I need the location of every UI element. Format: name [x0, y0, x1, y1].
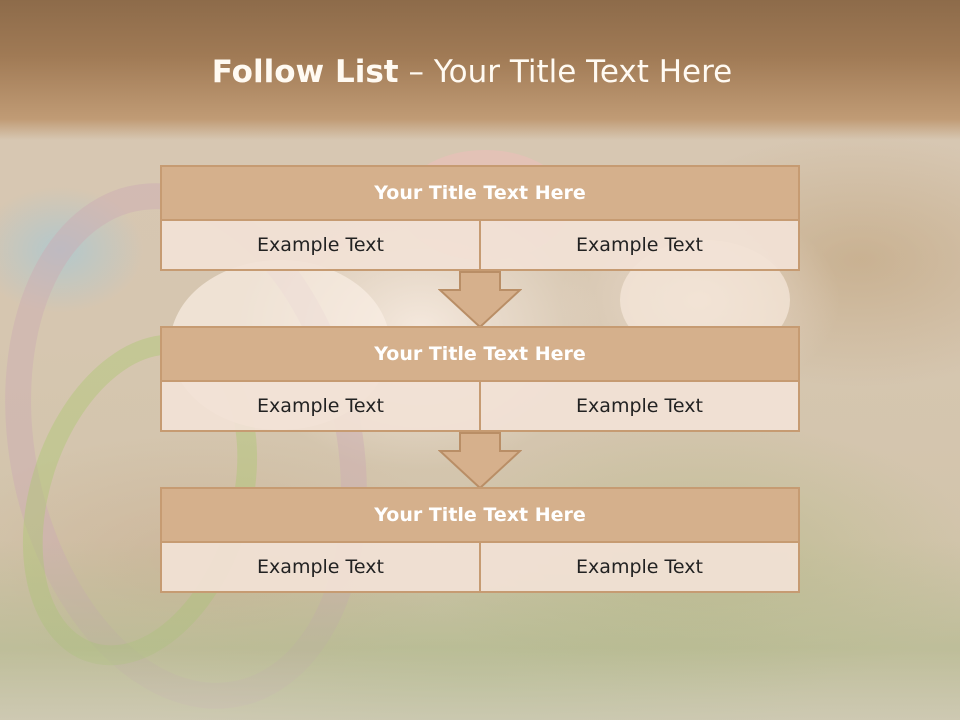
block-cell-left: Example Text [160, 543, 481, 593]
block-cell-right: Example Text [481, 221, 800, 271]
list-block-2: Your Title Text Here Example Text Exampl… [160, 326, 800, 432]
down-arrow-icon [438, 271, 522, 329]
block-cell-left: Example Text [160, 382, 481, 432]
down-arrow-icon [438, 432, 522, 490]
slide-title-rest: – Your Title Text Here [408, 54, 733, 90]
block-row: Example Text Example Text [160, 543, 800, 593]
block-title: Your Title Text Here [160, 165, 800, 221]
block-title: Your Title Text Here [160, 487, 800, 543]
list-block-3: Your Title Text Here Example Text Exampl… [160, 487, 800, 593]
header-bar [0, 0, 960, 140]
block-row: Example Text Example Text [160, 382, 800, 432]
block-cell-right: Example Text [481, 543, 800, 593]
slide-title: Follow List – Your Title Text Here [0, 54, 944, 90]
slide-title-bold: Follow List [211, 54, 399, 90]
block-title: Your Title Text Here [160, 326, 800, 382]
list-block-1: Your Title Text Here Example Text Exampl… [160, 165, 800, 271]
block-cell-right: Example Text [481, 382, 800, 432]
block-row: Example Text Example Text [160, 221, 800, 271]
block-cell-left: Example Text [160, 221, 481, 271]
